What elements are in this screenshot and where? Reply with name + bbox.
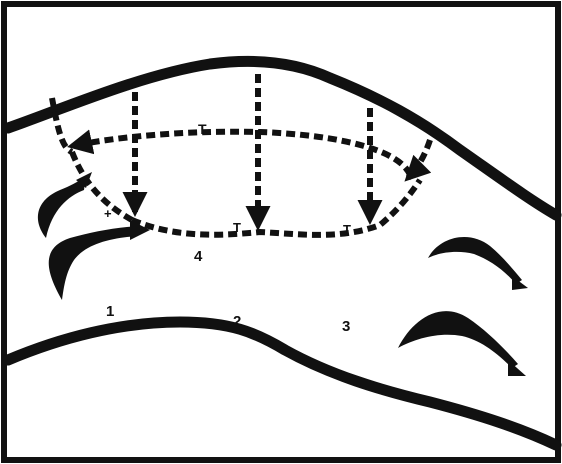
region-label-3: 3 — [342, 318, 350, 335]
mark-t-lower-a: T — [233, 220, 241, 235]
region-label-1: 1 — [106, 303, 114, 320]
mark-t-top: T — [198, 121, 207, 137]
region-label-4: 4 — [194, 248, 203, 265]
mark-tick-left: + — [104, 206, 112, 221]
mark-t-lower-b: T — [343, 222, 351, 237]
image-frame — [4, 4, 558, 460]
region-label-2: 2 — [233, 313, 241, 330]
